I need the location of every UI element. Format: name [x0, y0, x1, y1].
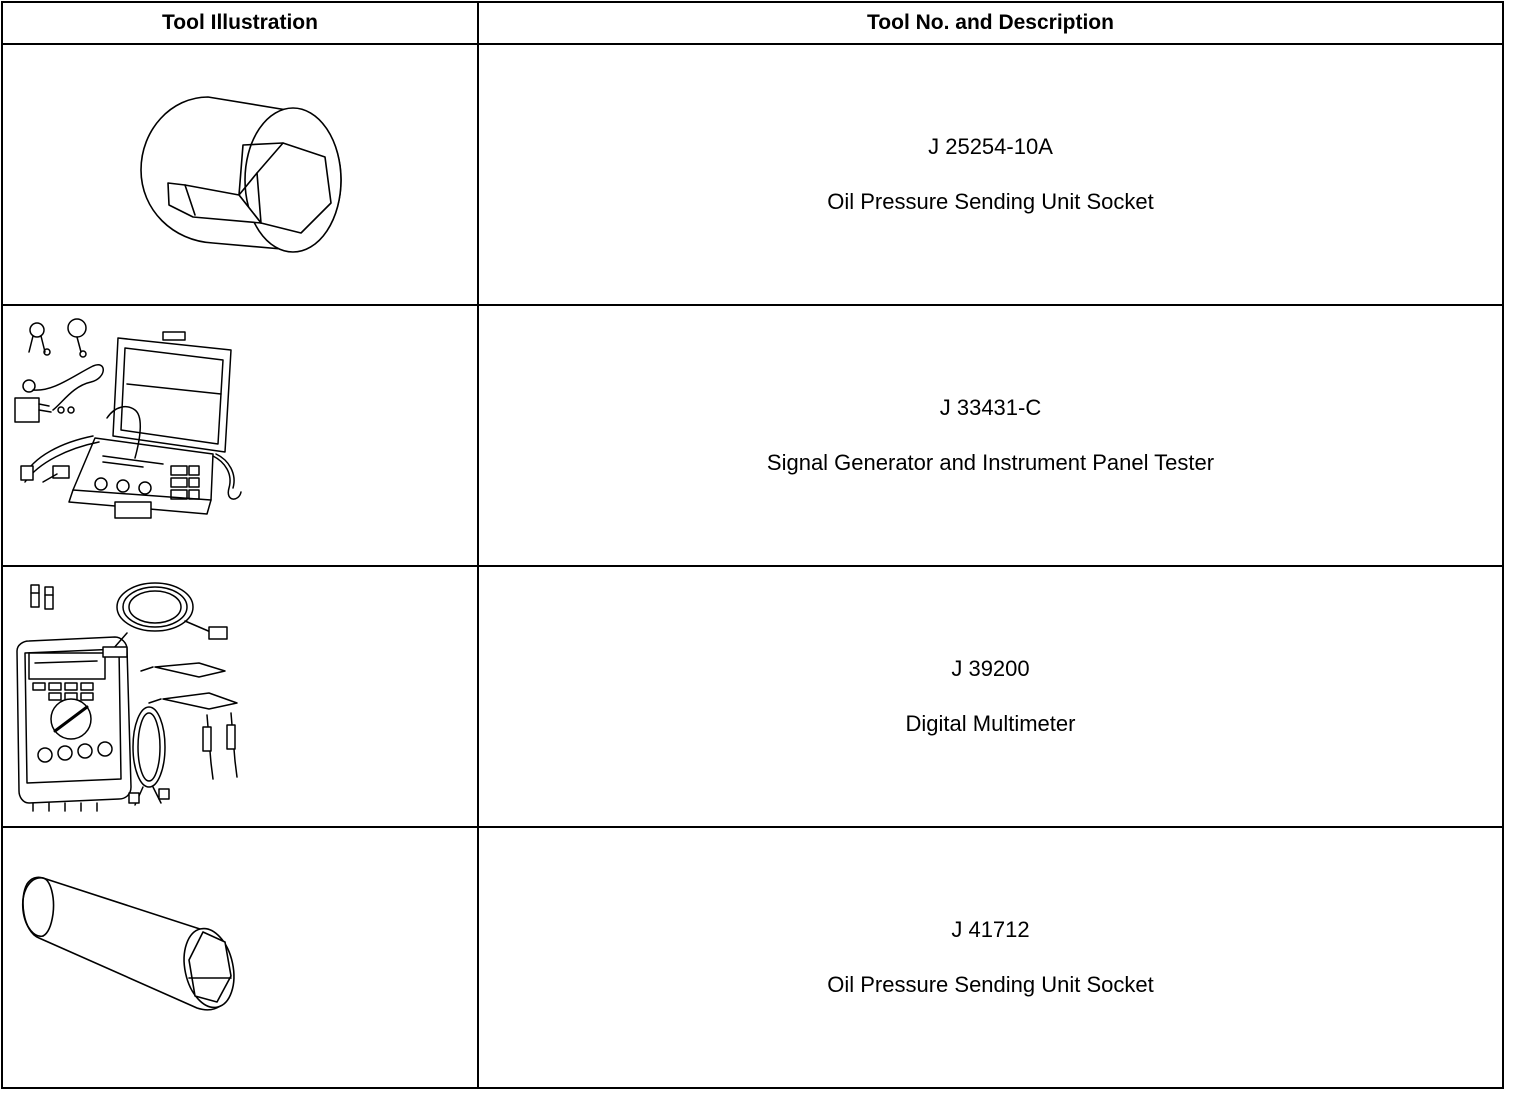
tool-description-block: J 41712 Oil Pressure Sending Unit Socket — [479, 917, 1502, 998]
header-row: Tool Illustration Tool No. and Descripti… — [1, 1, 1504, 45]
illustration-cell — [1, 826, 479, 1089]
tool-number: J 33431-C — [939, 395, 1042, 421]
description-cell: J 39200 Digital Multimeter — [477, 565, 1504, 828]
table-row: J 25254-10A Oil Pressure Sending Unit So… — [1, 43, 1504, 306]
tool-number: J 41712 — [951, 917, 1030, 943]
description-cell: J 41712 Oil Pressure Sending Unit Socket — [477, 826, 1504, 1089]
tool-description: Signal Generator and Instrument Panel Te… — [766, 449, 1215, 475]
tool-number: J 25254-10A — [928, 134, 1053, 160]
tool-number: J 39200 — [951, 656, 1030, 682]
digital-multimeter-icon — [3, 567, 479, 826]
header-illustration: Tool Illustration — [1, 1, 479, 45]
long-socket-icon — [3, 828, 479, 1087]
signal-generator-tester-icon — [3, 306, 479, 565]
tool-description-block: J 33431-C Signal Generator and Instrumen… — [479, 395, 1502, 476]
illustration-cell — [1, 304, 479, 567]
table-row: J 33431-C Signal Generator and Instrumen… — [1, 304, 1504, 567]
header-description: Tool No. and Description — [477, 1, 1504, 45]
description-cell: J 33431-C Signal Generator and Instrumen… — [477, 304, 1504, 567]
tool-description-block: J 25254-10A Oil Pressure Sending Unit So… — [479, 134, 1502, 215]
table-row: J 41712 Oil Pressure Sending Unit Socket — [1, 826, 1504, 1089]
tool-description: Digital Multimeter — [905, 710, 1076, 736]
illustration-cell — [1, 565, 479, 828]
hex-socket-icon — [3, 45, 479, 304]
tool-description-block: J 39200 Digital Multimeter — [479, 656, 1502, 737]
illustration-cell — [1, 43, 479, 306]
description-cell: J 25254-10A Oil Pressure Sending Unit So… — [477, 43, 1504, 306]
table-row: J 39200 Digital Multimeter — [1, 565, 1504, 828]
tool-description: Oil Pressure Sending Unit Socket — [827, 188, 1154, 214]
tool-description: Oil Pressure Sending Unit Socket — [827, 971, 1154, 997]
